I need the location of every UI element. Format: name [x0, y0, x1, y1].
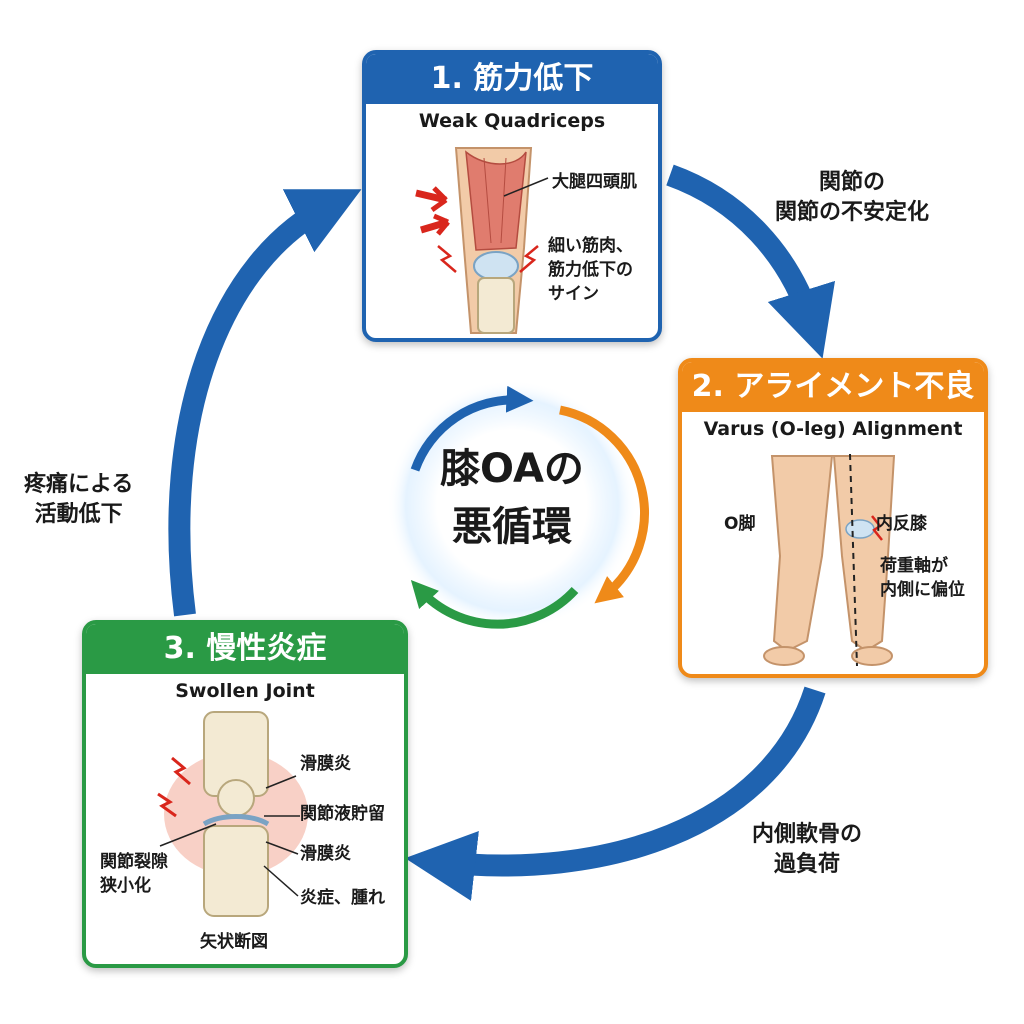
- center-arrow-orange: [559, 405, 649, 604]
- card2-label-varus: 内反膝: [876, 514, 927, 534]
- card3-title: 3. 慢性炎症: [86, 624, 404, 674]
- card3-label-synovitis2: 滑膜炎: [300, 844, 351, 864]
- center-title: 膝OAの 悪循環: [412, 440, 612, 556]
- card3-label-effusion: 関節液貯留: [300, 804, 385, 824]
- card3-label-swelling: 炎症、腫れ: [300, 888, 385, 908]
- card1-label-muscle: 大腿四頭肌: [552, 172, 637, 192]
- card1-title: 1. 筋力低下: [366, 54, 658, 104]
- card-swollen-joint: 3. 慢性炎症 Swollen Joint 滑膜炎 関節液貯留 滑膜炎 関節裂隙…: [82, 620, 408, 968]
- card2-label-oleg: O脚: [724, 514, 756, 534]
- label-pain-activity: 疼痛による 活動低下: [24, 472, 134, 527]
- card3-subtitle: Swollen Joint: [175, 680, 315, 702]
- arrow-to-alignment: [666, 164, 836, 359]
- card-weak-quadriceps: 1. 筋力低下 Weak Quadriceps 大腿四頭肌 細い筋肉、 筋力低下…: [362, 50, 662, 342]
- card3-label-synovitis1: 滑膜炎: [300, 754, 351, 774]
- center-arrow-green: [410, 580, 579, 629]
- arrow-to-weakness: [168, 189, 362, 617]
- card2-label-axis: 荷重軸が 内側に偏位: [880, 556, 965, 600]
- joint-illustration: [157, 711, 308, 917]
- card1-subtitle: Weak Quadriceps: [418, 110, 606, 132]
- center-title-line2: 悪循環: [452, 504, 572, 550]
- label-cartilage-overload: 内側軟骨の 過負荷: [752, 822, 863, 877]
- arrow-to-inflammation: [405, 686, 826, 901]
- center-arrow-blue: [410, 385, 534, 472]
- card3-label-view: 矢状断図: [200, 932, 268, 952]
- card2-title: 2. アライメント不良: [682, 362, 984, 412]
- oleg-illustration: [763, 453, 896, 667]
- card1-label-sign: 細い筋肉、 筋力低下の サイン: [548, 236, 633, 304]
- card3-label-gap: 関節裂隙 狭小化: [100, 852, 168, 896]
- label-joint-instability: 関節の 関節の不安定化: [775, 170, 930, 225]
- card-varus-alignment: 2. アライメント不良 Varus (O-leg) Alignment O脚 内…: [678, 358, 988, 678]
- center-title-line1: 膝OAの: [440, 446, 584, 492]
- card2-subtitle: Varus (O-leg) Alignment: [703, 418, 963, 440]
- quadriceps-illustration: [415, 147, 549, 334]
